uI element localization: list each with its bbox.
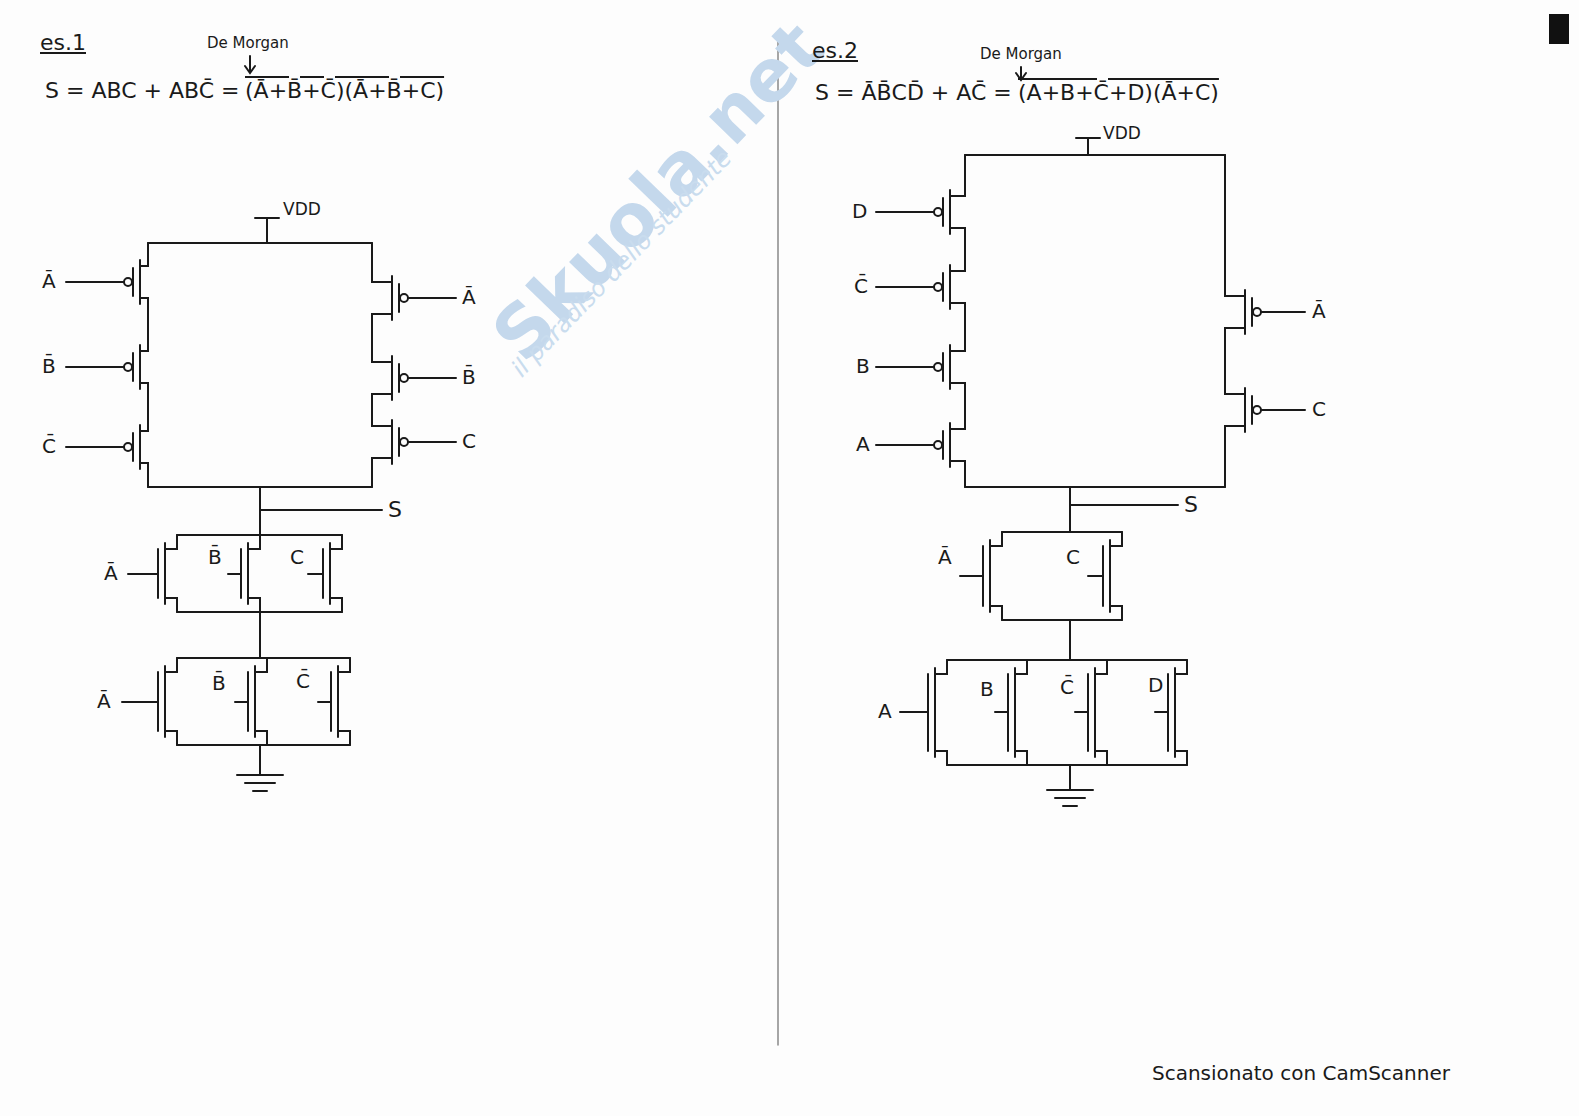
gate-signal: C̄ (854, 275, 868, 298)
watermark: Skuola.net (477, 6, 839, 377)
gate-signal: B̄ (212, 672, 226, 695)
gate-signal: D (1148, 674, 1163, 697)
gate-signal: Ā (938, 546, 952, 569)
note-text: De Morgan (980, 46, 1062, 63)
note-text: De Morgan (207, 35, 289, 52)
gate-signal: B̄ (208, 546, 222, 569)
gate-signal: B̄ (42, 355, 56, 378)
exercise-heading: es.1 (40, 30, 86, 55)
gate-signal: C (290, 546, 304, 569)
equation-text: S = ABC + ABC̄ = (45, 78, 239, 103)
supply-label: VDD (1103, 124, 1141, 144)
equation-text: (Ā+B̄+C̄)(Ā+B̄+C) (245, 78, 444, 103)
gate-signal: Ā (104, 562, 118, 585)
gate-signal: B̄ (462, 366, 476, 389)
gate-signal: C̄ (296, 670, 310, 693)
gate-signal: C (462, 430, 476, 453)
output-label: S (1184, 492, 1198, 517)
gate-signal: C (1066, 546, 1080, 569)
gate-signal: C̄ (42, 435, 56, 458)
scanner-note: Scansionato con CamScanner (1152, 1062, 1450, 1085)
supply-label: VDD (283, 200, 321, 220)
gate-signal: D (852, 200, 867, 223)
gate-signal: B (856, 355, 870, 378)
gate-signal: A (878, 700, 892, 723)
exercise-heading: es.2 (812, 38, 858, 63)
gate-signal: Ā (97, 690, 111, 713)
equation-text: (A+B+C̄+D)(Ā+C) (1018, 80, 1219, 105)
equation-text: S = ĀB̄CD̄ + AC̄ = (815, 80, 1012, 105)
gate-signal: Ā (462, 286, 476, 309)
gate-signal: B (980, 678, 994, 701)
gate-signal: C (1312, 398, 1326, 421)
gate-signal: Ā (42, 270, 56, 293)
gate-signal: Ā (1312, 300, 1326, 323)
gate-signal: A (856, 433, 870, 456)
output-label: S (388, 497, 402, 522)
gate-signal: C̄ (1060, 676, 1074, 699)
